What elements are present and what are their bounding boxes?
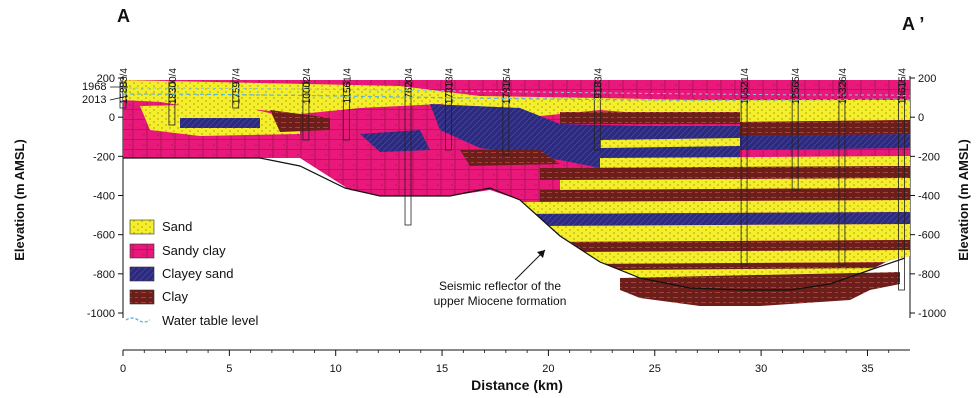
x-tick-label: 5	[226, 363, 232, 375]
legend-label-water-table: Water table level	[162, 313, 258, 328]
legend-label-clayey-sand: Clayey sand	[162, 266, 234, 281]
endpoint-label-left: A	[117, 6, 130, 26]
borehole-column	[838, 81, 846, 266]
y-left-tick-label: -800	[93, 269, 115, 281]
borehole-id-label: 18565/4	[791, 68, 802, 105]
borehole-column	[502, 81, 510, 156]
borehole-column	[791, 81, 799, 191]
borehole-columns: 15883/4 18300/4 17597/4 10002/4 11561/4 7620/…	[119, 68, 908, 291]
deep-clay-layer	[620, 272, 900, 306]
borehole-id-label: 11561/4	[342, 68, 353, 104]
y-right-tick-label: 0	[918, 112, 924, 124]
borehole-column	[898, 81, 905, 291]
x-tick-label: 35	[861, 363, 873, 375]
legend-swatch-water-table	[125, 317, 151, 323]
borehole-column	[593, 81, 601, 151]
borehole-column	[168, 81, 176, 126]
borehole-column	[119, 81, 127, 109]
water-table-line-1968	[122, 87, 911, 97]
borehole-id-label: 9183/4	[593, 68, 604, 99]
y-axis-title-right: Elevation (m AMSL)	[956, 139, 971, 261]
y-right-tick-label: -200	[918, 151, 940, 163]
x-tick-label: 0	[120, 363, 126, 375]
borehole-id-label: 17815/4	[502, 68, 513, 105]
legend-swatch-clayey-sand	[129, 266, 155, 282]
water-table-line	[122, 93, 911, 101]
borehole-column	[302, 81, 310, 141]
borehole-id-label: 15326/4	[838, 68, 849, 105]
borehole-id-label: 10521/4	[740, 68, 751, 105]
x-tick-label: 15	[436, 363, 448, 375]
legend-label-sandy-clay: Sandy clay	[162, 243, 226, 258]
y-left-tick-label: -1000	[87, 308, 115, 320]
borehole-id-label: 17813/4	[444, 68, 455, 105]
y-left-tick-label: -400	[93, 191, 115, 203]
borehole-column	[740, 81, 748, 266]
x-tick-label: 30	[755, 363, 767, 375]
year-label-1968: 1968	[82, 81, 106, 93]
borehole-column	[404, 81, 412, 226]
y-left-tick-label: 200	[97, 73, 115, 85]
seismic-annotation: Seismic reflector of the upper Miocene f…	[434, 249, 567, 308]
borehole-column	[445, 81, 452, 151]
legend-label-clay: Clay	[162, 289, 189, 304]
borehole-id-label: 10615/4	[897, 68, 908, 105]
borehole-id-label: 18300/4	[168, 68, 179, 105]
y-right-tick-label: -600	[918, 230, 940, 242]
legend-swatch-clay	[129, 289, 155, 305]
y-right-tick-label: -400	[918, 191, 940, 203]
endpoint-label-right: A ’	[902, 14, 924, 34]
legend-swatch-sandy-clay	[129, 243, 155, 259]
borehole-id-label: 7620/4	[404, 68, 415, 99]
y-left-tick-label: -600	[93, 230, 115, 242]
annotation-line-1: Seismic reflector of the	[439, 279, 561, 293]
y-right-tick-label: -800	[918, 269, 940, 281]
borehole-id-label: 15883/4	[119, 68, 130, 105]
year-label-2013: 2013	[82, 94, 106, 106]
legend: Sand Sandy clay Clayey sand Clay Water t…	[125, 219, 258, 328]
y-left-tick-label: 0	[109, 112, 115, 124]
x-tick-label: 10	[330, 363, 342, 375]
x-tick-label: 25	[649, 363, 661, 375]
annotation-arrowhead	[537, 250, 545, 258]
right-axis-ticks: 200 0 -200 -400 -600 -800 -1000	[910, 73, 946, 320]
y-axis-title-left: Elevation (m AMSL)	[12, 139, 27, 261]
y-left-tick-label: -200	[93, 151, 115, 163]
borehole-column	[342, 81, 350, 141]
y-right-tick-label: 200	[918, 73, 936, 85]
legend-label-sand: Sand	[162, 219, 192, 234]
borehole-id-label: 17597/4	[232, 68, 243, 105]
seismic-reflector-line	[123, 157, 906, 291]
bottom-axis-ticks: 0 5 10 15 20 25 30 35	[120, 350, 890, 375]
annotation-line-2: upper Miocene formation	[434, 294, 567, 308]
year-pointer-2013	[109, 95, 129, 101]
x-tick-label: 20	[542, 363, 554, 375]
x-axis-title: Distance (km)	[471, 377, 563, 393]
borehole-id-label: 10002/4	[302, 68, 313, 105]
legend-swatch-sand	[129, 219, 155, 235]
left-axis-ticks: 200 0 -200 -400 -600 -800 -1000	[87, 73, 123, 320]
y-right-tick-label: -1000	[918, 308, 946, 320]
